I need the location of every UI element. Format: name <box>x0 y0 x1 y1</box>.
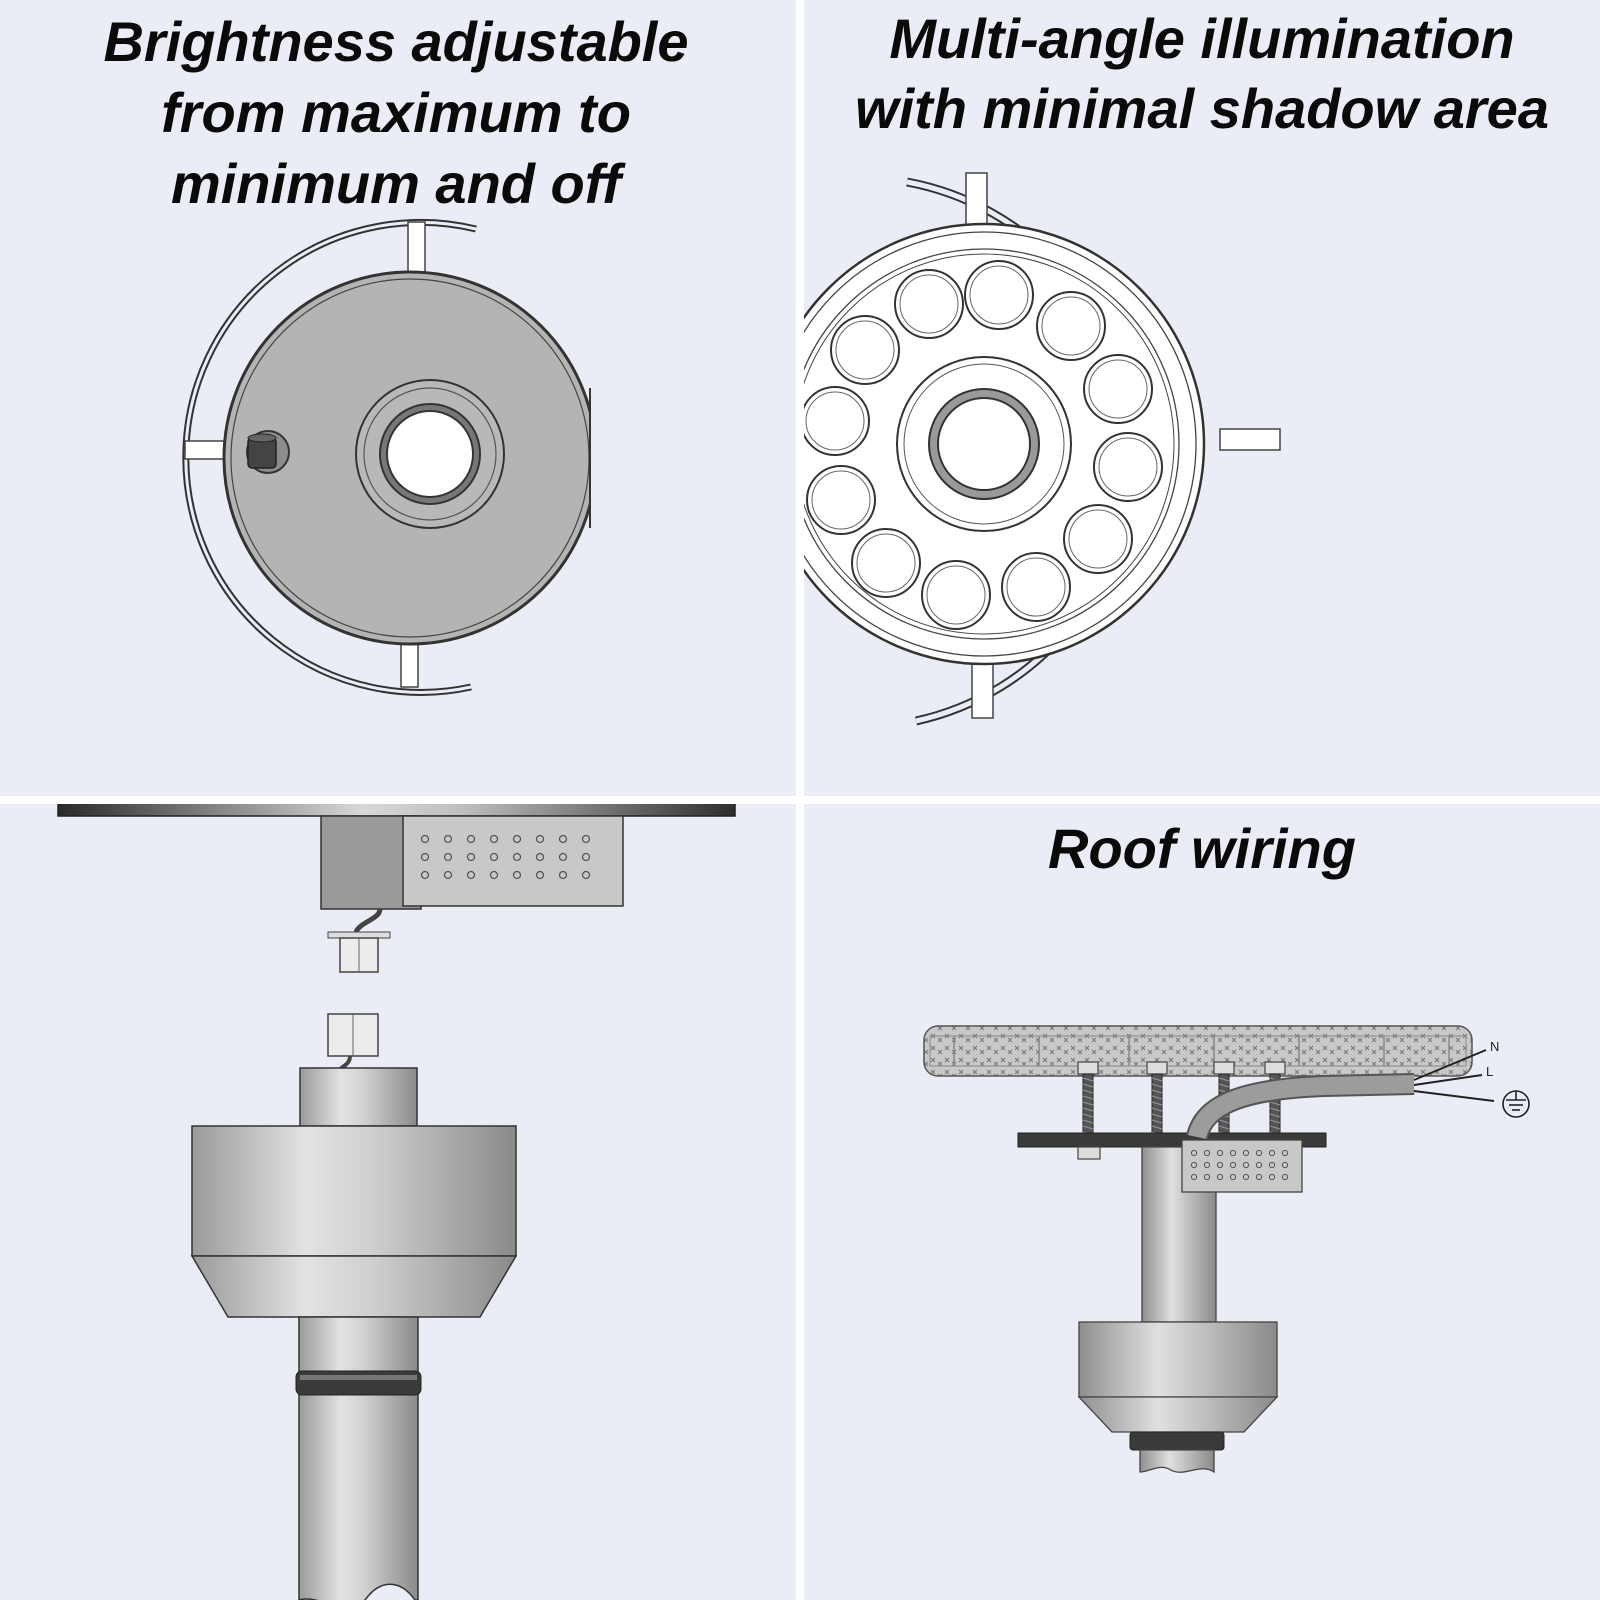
yoke-spoke-top <box>407 221 426 273</box>
wire-label-n: N <box>1490 1039 1499 1054</box>
led-bulb <box>1036 291 1106 361</box>
lamp-front-view-drawing <box>804 172 1281 726</box>
roof-wiring-caption-line: Roof wiring <box>1048 817 1356 880</box>
support-tube <box>298 1316 419 1600</box>
roof-wiring-caption: Roof wiring <box>804 814 1600 884</box>
led-bulb <box>1083 354 1153 424</box>
led-bulb <box>806 465 876 535</box>
lamp-back-view-drawing <box>182 218 591 696</box>
led-bulb <box>1001 552 1071 622</box>
led-bulb <box>964 260 1034 330</box>
terminal-block <box>402 815 624 907</box>
lamp-housing <box>1078 1321 1278 1398</box>
led-bulb <box>1063 504 1133 574</box>
illumination-panel: Multi-angle illumination with minimal sh… <box>804 0 1600 796</box>
yoke-spoke-bottom <box>400 641 419 688</box>
terminal-block <box>1181 1139 1303 1193</box>
terminal-holes <box>420 834 591 880</box>
threaded-rods <box>1077 1061 1286 1137</box>
led-bulb <box>894 269 964 339</box>
brightness-caption: Brightness adjustable from maximum to mi… <box>0 6 794 219</box>
brightness-caption-line: minimum and off <box>170 152 622 215</box>
lamp-shaft <box>1139 1449 1215 1474</box>
roof-wiring-drawing: N L <box>923 1025 1530 1474</box>
ground-icon <box>1502 1090 1530 1118</box>
wire-label-l: L <box>1486 1064 1493 1079</box>
center-handle <box>937 397 1031 491</box>
yoke-spoke-bottom <box>971 662 994 719</box>
tube-ring <box>295 1370 422 1396</box>
center-handle <box>386 410 474 498</box>
led-bulb <box>921 560 991 630</box>
yoke-spoke-right <box>1219 428 1281 451</box>
led-bulb <box>804 386 870 456</box>
wire-n <box>1413 1049 1487 1081</box>
led-bulb <box>830 315 900 385</box>
led-ring <box>804 260 1163 630</box>
mount-collar <box>299 1067 418 1127</box>
illumination-caption-line: with minimal shadow area <box>855 77 1549 140</box>
wire-l <box>1413 1074 1483 1086</box>
illumination-caption: Multi-angle illumination with minimal sh… <box>804 4 1600 144</box>
roof-slab <box>923 1025 1473 1077</box>
brightness-panel: Brightness adjustable from maximum to mi… <box>0 0 796 796</box>
illumination-caption-line: Multi-angle illumination <box>889 7 1515 70</box>
yoke-spoke-top <box>965 172 988 226</box>
led-bulb <box>1093 432 1163 502</box>
brightness-caption-line: from maximum to <box>161 81 631 144</box>
ceiling-plate <box>57 804 736 817</box>
mount-body <box>191 1125 517 1257</box>
roof-wiring-panel: Roof wiring <box>804 804 1600 1600</box>
wire-earth <box>1413 1090 1495 1102</box>
brightness-caption-line: Brightness adjustable <box>103 10 689 73</box>
mount-panel <box>0 804 796 1600</box>
ceiling-mount-drawing <box>57 804 736 1600</box>
led-bulb <box>851 528 921 598</box>
